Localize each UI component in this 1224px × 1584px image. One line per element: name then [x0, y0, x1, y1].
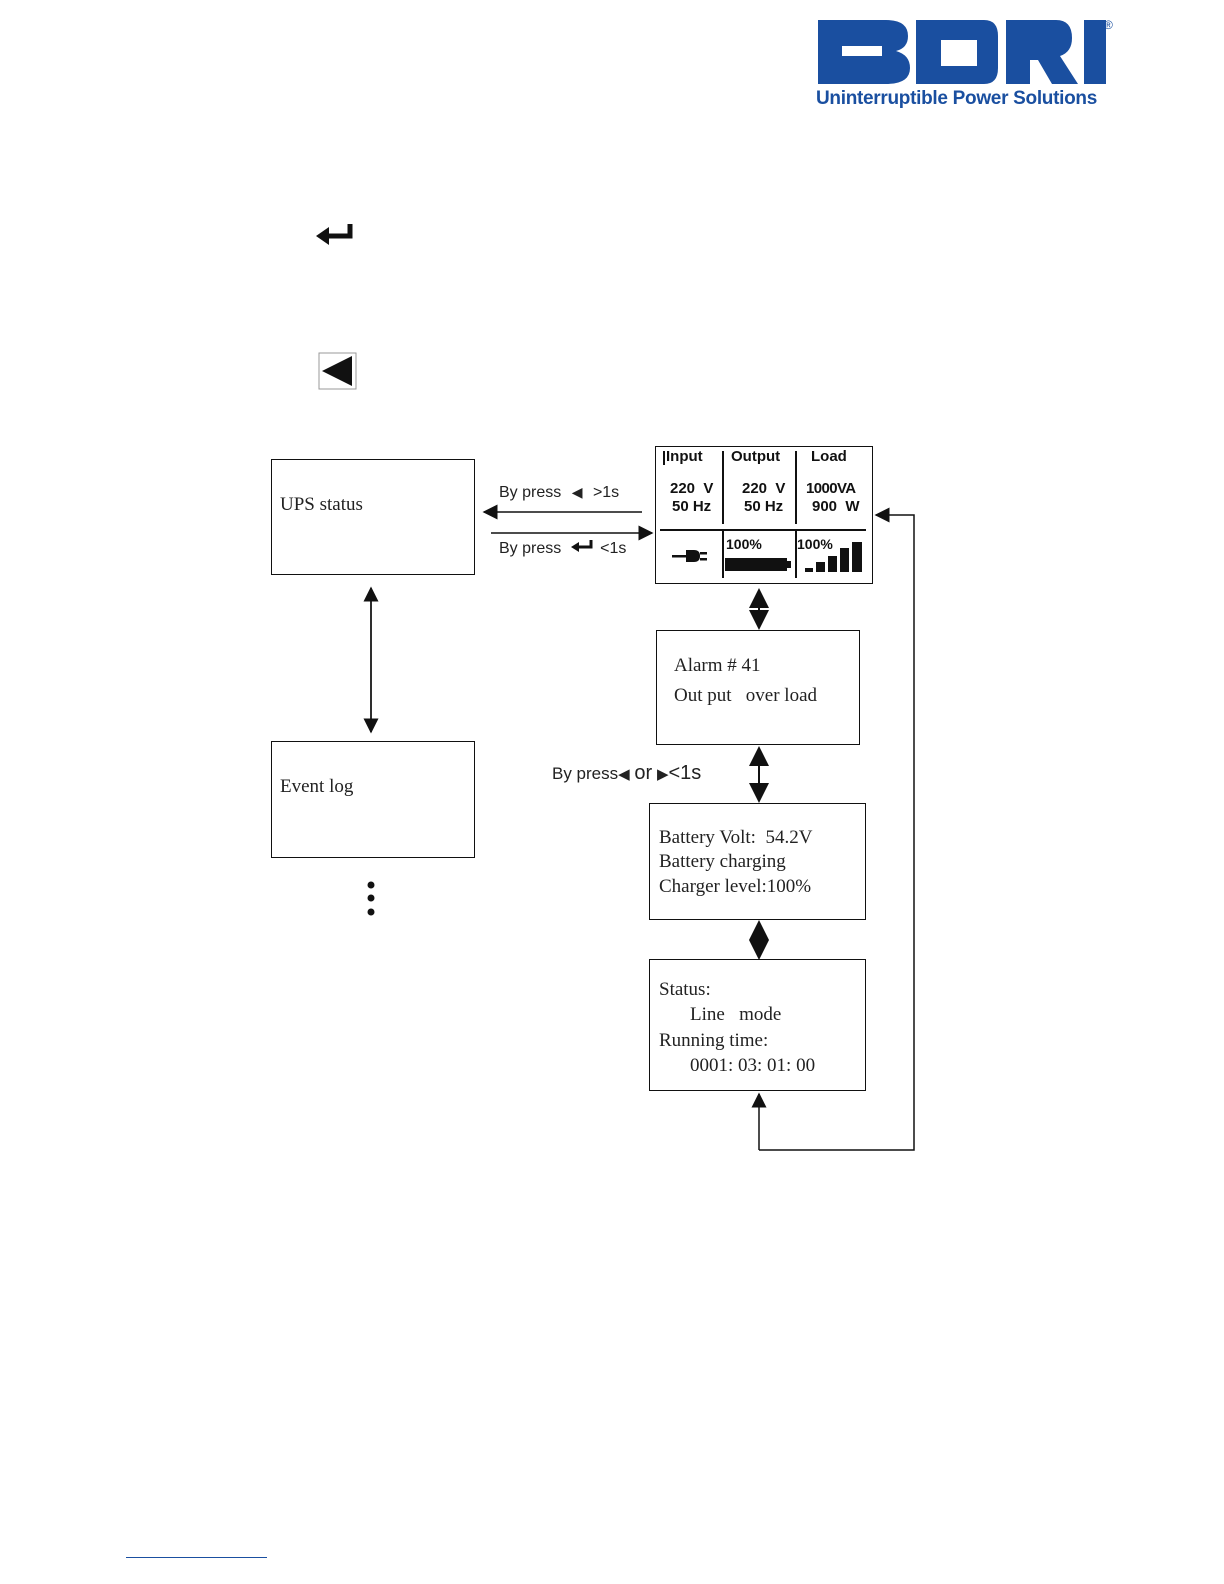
alarm-line-1: Alarm # 41: [674, 655, 761, 676]
loop-back-arrow: [759, 507, 915, 1151]
lcd-header-load: Load: [811, 448, 847, 465]
more-dot: [367, 881, 375, 889]
status-box: Status: Line mode Running time: 0001: 03…: [649, 959, 866, 1091]
alarm-line-2: Out put over load: [674, 685, 818, 706]
left-triangle-icon: ◀: [571, 484, 583, 500]
back-nav-suffix: >1s: [592, 484, 620, 501]
ups-status-box: UPS status: [271, 459, 475, 575]
event-log-box: Event log: [271, 741, 475, 858]
lcd-load-w: 900 W: [812, 498, 860, 515]
scroll-nav-suffix: <1s: [668, 762, 702, 784]
battery-line-1: Battery Volt: 54.2V: [659, 827, 813, 848]
lcd-load-va: 1000VA: [806, 480, 856, 497]
left-triangle-icon: ◀: [618, 766, 630, 783]
lcd-battery-pct: 100%: [726, 536, 762, 552]
battery-line-2: Battery charging: [659, 851, 786, 872]
load-bars-icon: [805, 542, 862, 572]
scroll-nav-prefix: By press: [552, 764, 619, 783]
battery-box: Battery Volt: 54.2V Battery charging Cha…: [649, 803, 866, 920]
lcd-input-freq: 50 Hz: [672, 498, 712, 515]
borri-logo: ® Uninterruptible Power Solutions: [816, 18, 1116, 118]
back-nav-prefix: By press: [499, 484, 562, 501]
lcd-header-output: Output: [731, 448, 781, 465]
right-triangle-icon: ▶: [656, 766, 669, 783]
more-dot: [367, 894, 375, 902]
registered-mark: ®: [1104, 18, 1113, 32]
lcd-load-pct: 100%: [797, 536, 833, 552]
enter-key-icon: [316, 224, 353, 245]
borri-wordmark: [818, 20, 1106, 84]
status-line-4: 0001: 03: 01: 00: [690, 1055, 816, 1076]
lcd-panel: Input Output Load 220 V 50 Hz 220 V 50 H…: [655, 446, 873, 584]
lcd-output-freq: 50 Hz: [744, 498, 784, 515]
status-line-1: Status:: [659, 979, 711, 1000]
enter-icon: [570, 539, 594, 558]
plug-icon: [672, 550, 707, 562]
enter-nav-suffix: <1s: [600, 540, 627, 557]
scroll-nav-label: By press◀ or ▶<1s: [552, 762, 701, 785]
alarm-box: Alarm # 41 Out put over load: [656, 630, 860, 745]
back-nav-label: By press ◀ >1s: [499, 484, 619, 502]
scroll-nav-or: or: [634, 762, 653, 784]
left-key-icon: [318, 352, 357, 390]
battery-line-3: Charger level:100%: [659, 876, 812, 897]
footer-rule: [126, 1557, 267, 1558]
enter-nav-label: By press <1s: [499, 539, 626, 558]
lcd-header-input: Input: [666, 448, 703, 465]
logo-tagline: Uninterruptible Power Solutions: [816, 88, 1097, 109]
enter-nav-prefix: By press: [499, 540, 562, 557]
event-log-label: Event log: [280, 776, 354, 797]
status-line-2: Line mode: [690, 1004, 782, 1025]
ups-status-label: UPS status: [280, 494, 363, 515]
battery-icon: [725, 558, 791, 571]
lcd-output-voltage: 220 V: [742, 480, 786, 497]
more-dot: [367, 908, 375, 916]
lcd-input-voltage: 220 V: [670, 480, 714, 497]
status-line-3: Running time:: [659, 1030, 769, 1051]
